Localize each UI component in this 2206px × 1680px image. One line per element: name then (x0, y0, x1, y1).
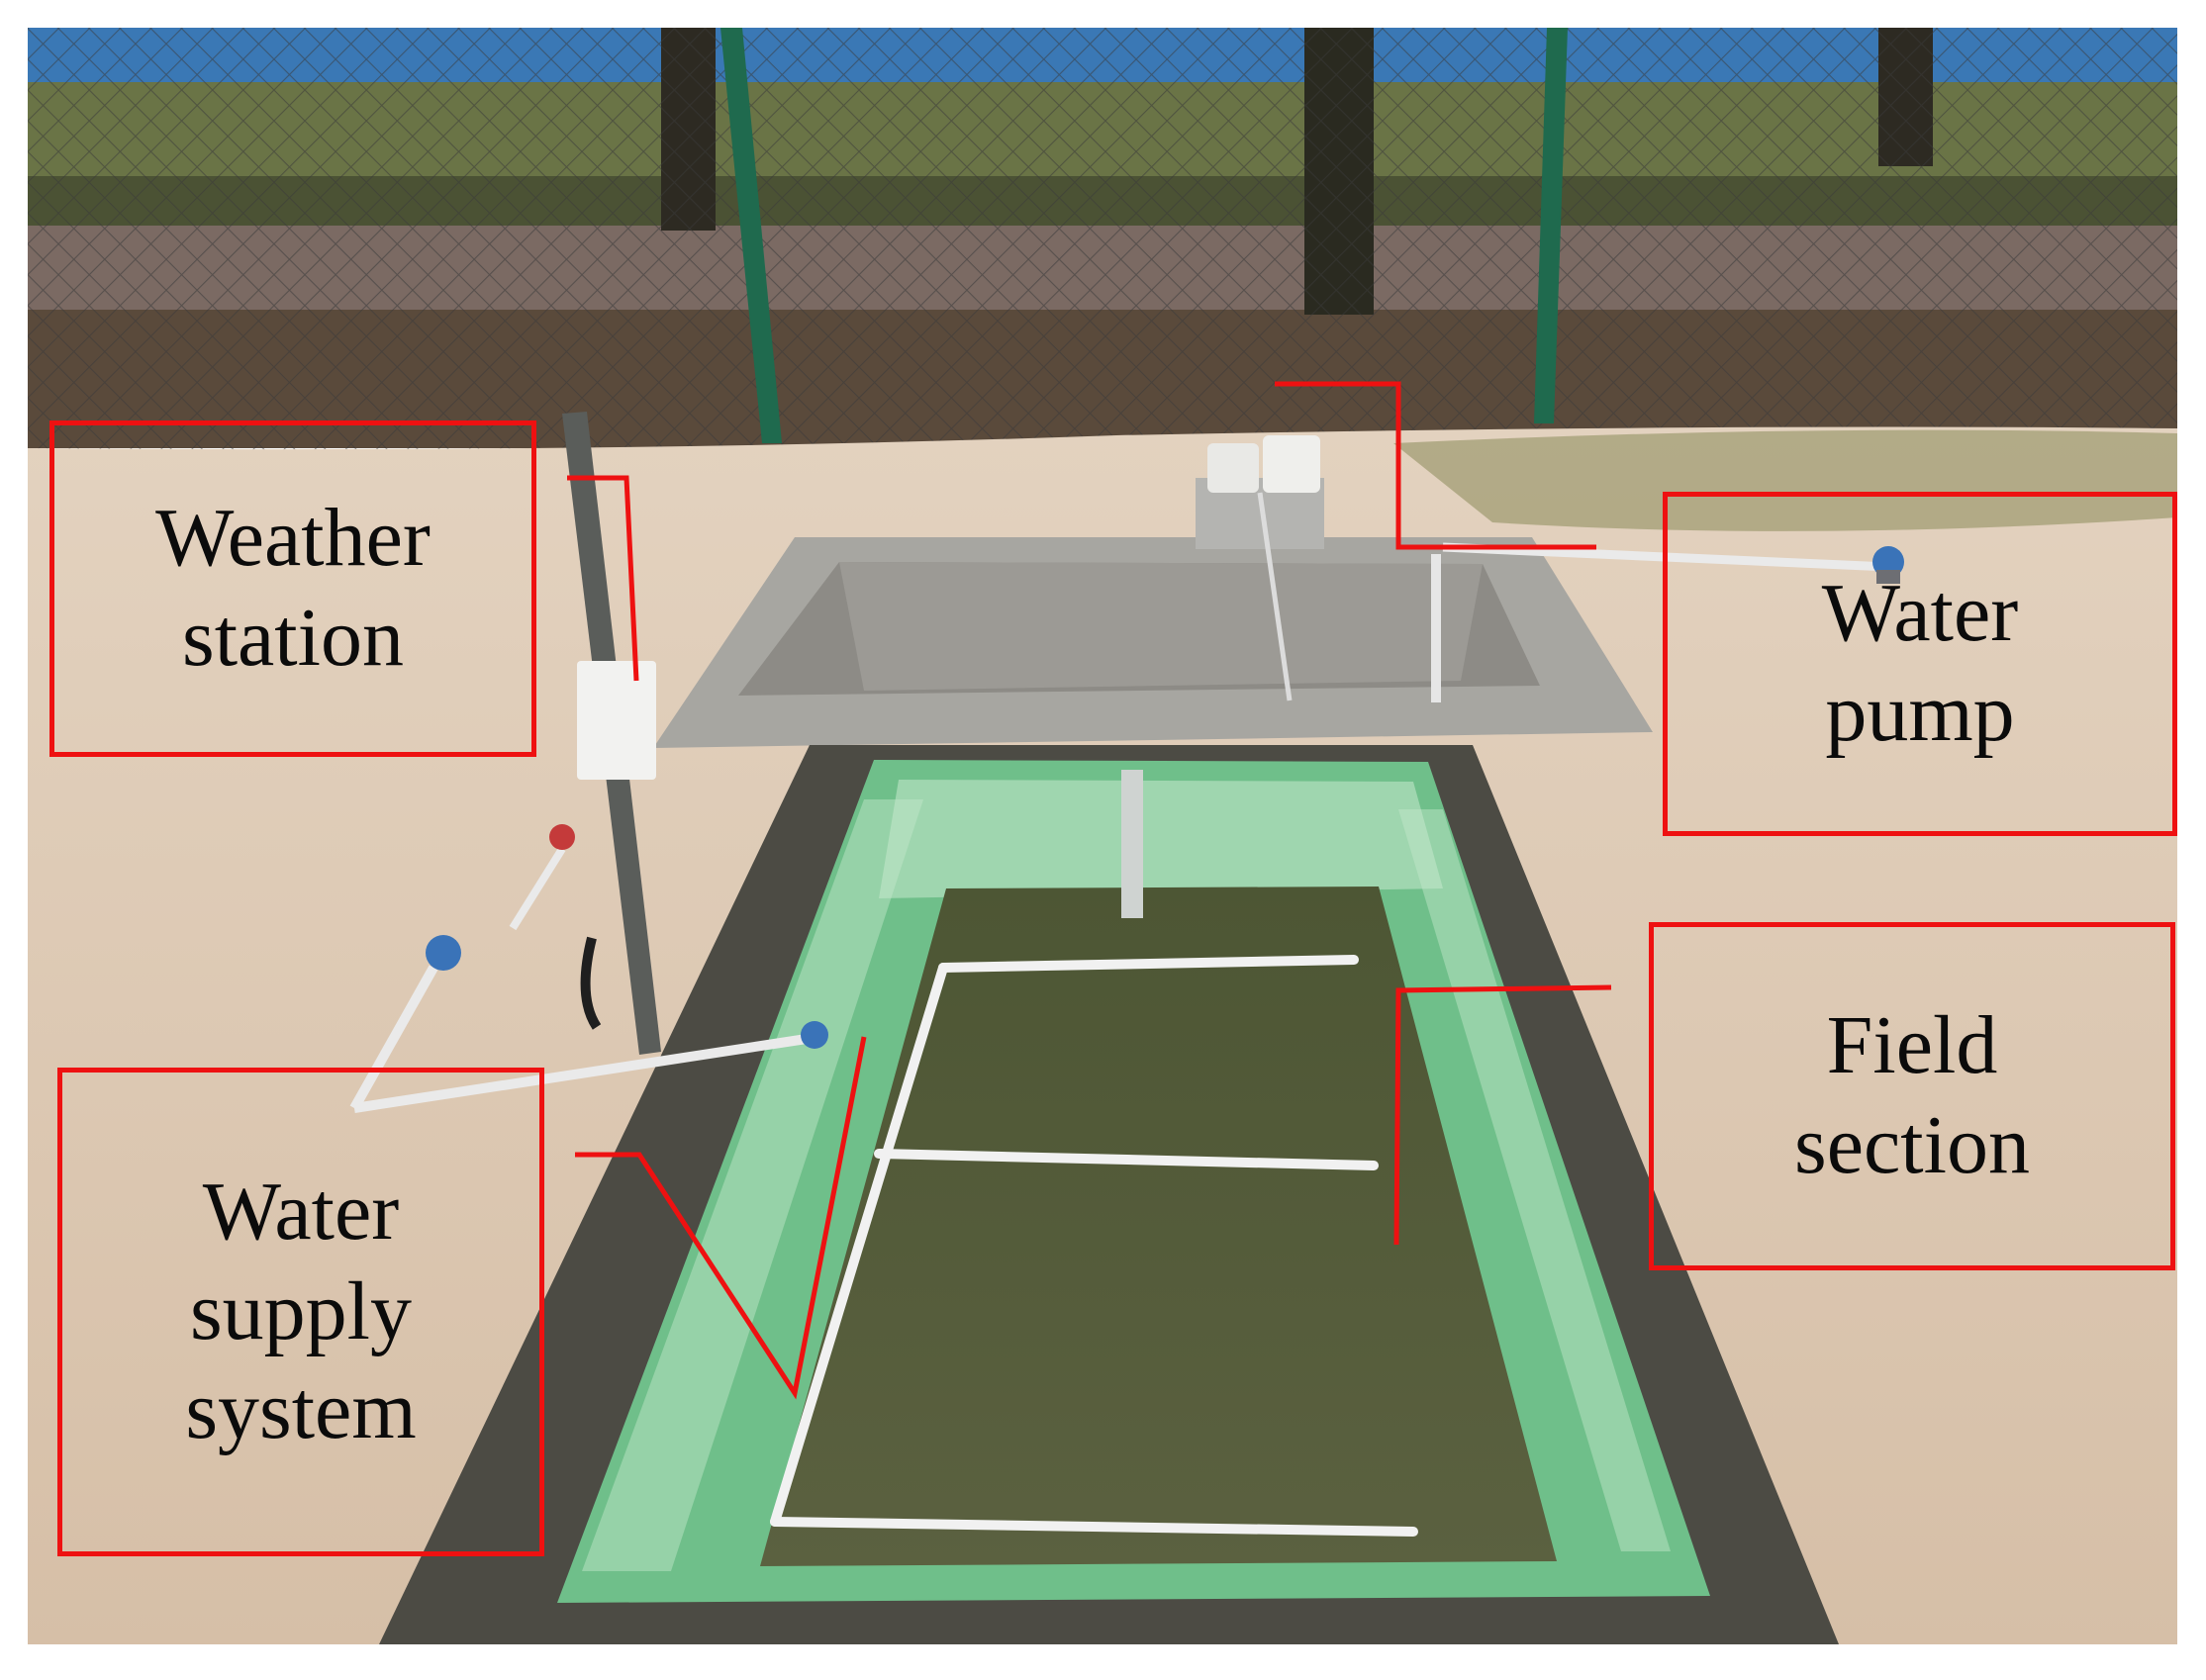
chain-link-fence (28, 28, 2177, 463)
label-weather-station-text: Weather station (155, 492, 431, 684)
pump-pipe (1431, 554, 1441, 702)
label-water-pump-text: Water pump (1821, 567, 2019, 759)
photo-scene (28, 28, 2177, 1644)
pump-icon (1196, 435, 1324, 549)
liner-highlights (879, 780, 1443, 898)
label-water-supply-system-text: Water supply system (185, 1165, 417, 1457)
irrigation-pipes (770, 955, 1418, 1537)
annotation-lines (567, 381, 1612, 1400)
label-field-section-text: Field section (1794, 999, 2030, 1191)
label-weather-station: Weather station (49, 420, 536, 757)
liner-highlights-right (1398, 809, 1671, 1551)
reservoir-inner-wall (839, 562, 1483, 691)
pump-cable (1257, 492, 1293, 701)
label-water-pump: Water pump (1663, 492, 2177, 836)
label-water-supply-system: Water supply system (57, 1068, 544, 1556)
field-photo (28, 28, 2177, 1644)
grass-patch-right (1393, 429, 2177, 531)
water-meter-icon (1872, 546, 1904, 584)
label-field-section: Field section (1649, 922, 2175, 1270)
water-supply-hose (349, 824, 828, 1113)
standpipe (1121, 770, 1143, 918)
fence-post-right (1534, 28, 1568, 423)
liner-highlights-left (582, 799, 923, 1571)
fence-post-left (720, 28, 782, 443)
field-grass (760, 887, 1557, 1566)
weather-station-icon (562, 412, 661, 1055)
